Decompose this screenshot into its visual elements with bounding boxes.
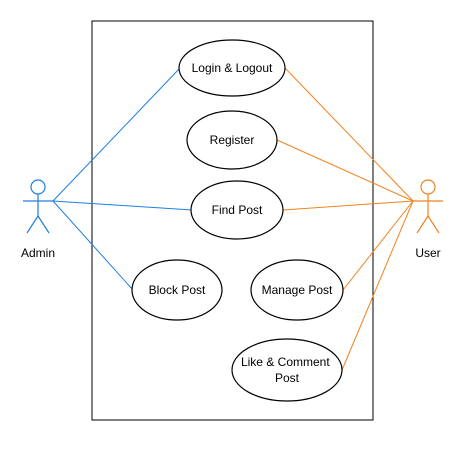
actor-user[interactable]: User xyxy=(413,179,443,260)
use-case-find-post-line-1: Find Post xyxy=(212,203,263,217)
admin-right-leg xyxy=(37,215,50,234)
use-case-register[interactable]: Register xyxy=(186,110,278,170)
admin-label: Admin xyxy=(21,246,55,260)
use-case-block-post-ellipse xyxy=(131,259,223,321)
admin-head xyxy=(30,179,46,195)
use-case-block-post-line-1: Block Post xyxy=(149,283,206,297)
use-case-manage-post[interactable]: Manage Post xyxy=(250,259,344,321)
use-case-block-post-label: Block Post xyxy=(149,283,206,297)
user-right-leg xyxy=(427,215,440,234)
use-case-like-comment-post[interactable]: Like & Comment Post xyxy=(231,338,343,402)
use-case-find-post[interactable]: Find Post xyxy=(190,180,284,240)
use-case-like-comment-post-line-2: Post xyxy=(275,371,300,385)
association-admin-block-post xyxy=(52,200,134,291)
user-head xyxy=(420,179,436,195)
association-user-find-post xyxy=(282,200,414,211)
association-user-manage-post xyxy=(342,200,414,291)
use-case-register-ellipse xyxy=(186,110,278,170)
use-case-like-comment-post-label: Like & Comment Post xyxy=(241,355,333,385)
use-case-manage-post-line-1: Manage Post xyxy=(262,283,333,297)
admin-stick-figure-icon xyxy=(23,179,53,234)
actor-admin[interactable]: Admin xyxy=(21,179,55,260)
user-label: User xyxy=(415,246,440,260)
use-case-find-post-label: Find Post xyxy=(212,203,263,217)
use-case-find-post-ellipse xyxy=(190,180,284,240)
use-case-manage-post-label: Manage Post xyxy=(262,283,333,297)
use-case-like-comment-post-line-1: Like & Comment xyxy=(241,355,330,369)
use-case-login-logout-line-1: Login & Logout xyxy=(192,61,273,75)
use-case-register-line-1: Register xyxy=(210,133,255,147)
association-user-login-logout xyxy=(284,67,414,202)
use-case-manage-post-ellipse xyxy=(250,259,344,321)
use-case-login-logout-label: Login & Logout xyxy=(192,61,273,75)
association-lines xyxy=(52,67,414,371)
use-case-login-logout[interactable]: Login & Logout xyxy=(178,39,286,97)
user-stick-figure-icon xyxy=(413,179,443,234)
association-user-like-comment-post xyxy=(341,200,414,371)
use-case-login-logout-ellipse xyxy=(178,39,286,97)
use-case-register-label: Register xyxy=(210,133,255,147)
use-case-block-post[interactable]: Block Post xyxy=(131,259,223,321)
admin-left-leg xyxy=(26,215,39,234)
user-left-leg xyxy=(416,215,429,234)
use-case-like-comment-post-ellipse xyxy=(231,338,343,402)
association-admin-login-logout xyxy=(52,67,181,202)
association-admin-find-post xyxy=(52,200,193,211)
association-user-register xyxy=(276,139,414,202)
